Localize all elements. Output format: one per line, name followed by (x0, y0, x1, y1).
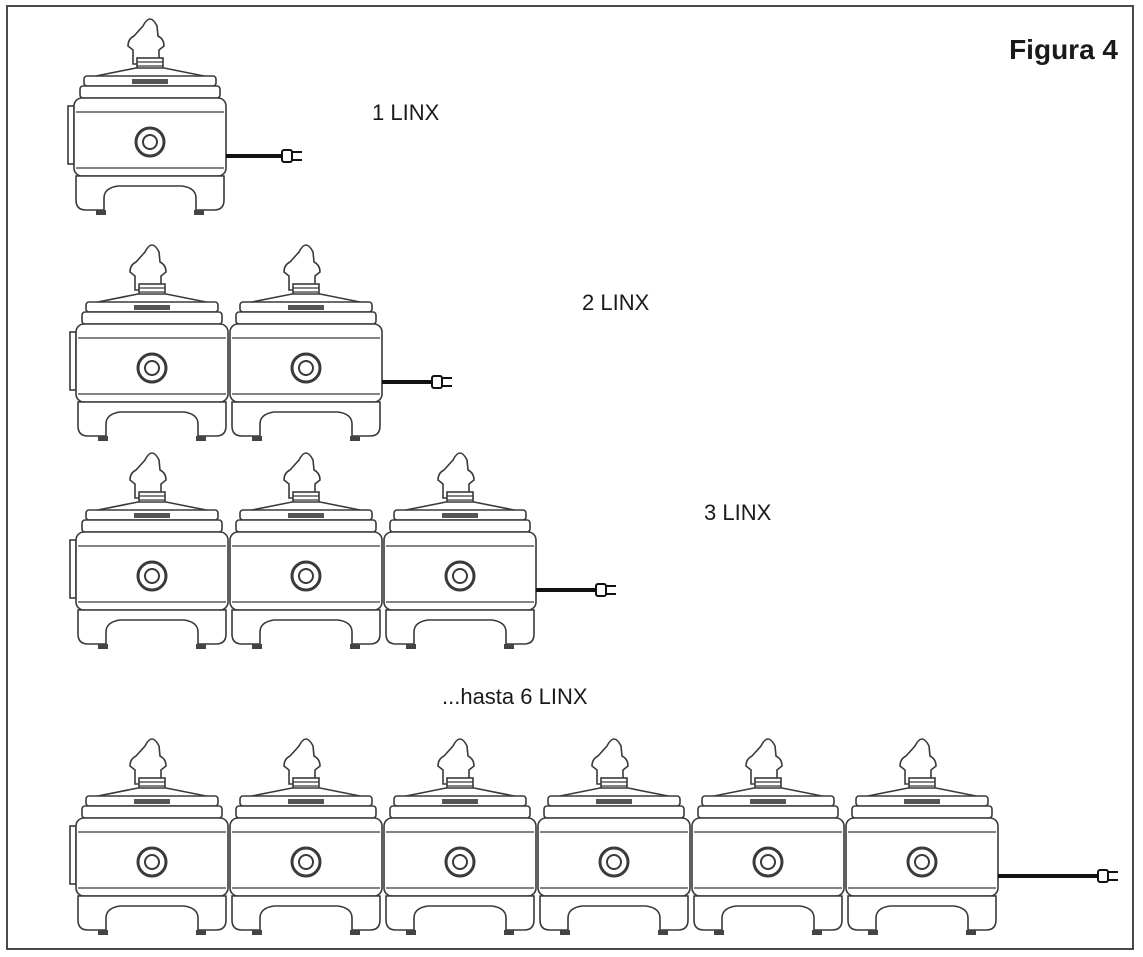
plug (595, 583, 607, 597)
foot (350, 930, 360, 935)
foot (504, 930, 514, 935)
lid-slot (904, 799, 940, 804)
foot (252, 644, 262, 649)
foot (658, 930, 668, 935)
lid-slot (442, 513, 478, 518)
linx-unit (537, 738, 691, 935)
lid-slot (134, 513, 170, 518)
figure-title: Figura 4 (1009, 34, 1118, 65)
unit-base (77, 609, 227, 645)
unit-base (231, 401, 381, 437)
label-2-linx: 2 LINX (582, 290, 650, 315)
foot (96, 210, 106, 215)
foot (252, 930, 262, 935)
nozzle-cap (899, 738, 937, 785)
linx-unit (73, 18, 227, 215)
foot (714, 930, 724, 935)
foot (98, 436, 108, 441)
unit-base (539, 895, 689, 931)
foot (406, 644, 416, 649)
label-1-linx: 1 LINX (372, 100, 440, 125)
unit-base (75, 175, 225, 211)
lid-base (697, 805, 839, 819)
lid-base (235, 805, 377, 819)
lid-base (389, 805, 531, 819)
foot (504, 644, 514, 649)
nozzle-cap (129, 244, 167, 291)
lid-base (81, 519, 223, 533)
side-panel (69, 825, 77, 885)
lid-slot (288, 799, 324, 804)
side-panel (69, 539, 77, 599)
linx-unit (229, 452, 383, 649)
lid-slot (750, 799, 786, 804)
linx-unit (75, 244, 229, 441)
foot (196, 436, 206, 441)
nozzle-cap (437, 452, 475, 499)
side-panel (69, 331, 77, 391)
lid-base (79, 85, 221, 99)
linx-unit (845, 738, 999, 935)
lid-base (851, 805, 993, 819)
linx-unit (383, 452, 537, 649)
linx-unit (229, 738, 383, 935)
foot (252, 436, 262, 441)
unit-base (77, 895, 227, 931)
lid-slot (134, 799, 170, 804)
nozzle-cap (437, 738, 475, 785)
linx-unit (75, 452, 229, 649)
foot (966, 930, 976, 935)
lid-base (81, 805, 223, 819)
lid-base (81, 311, 223, 325)
foot (406, 930, 416, 935)
side-panel (67, 105, 75, 165)
unit-base (77, 401, 227, 437)
linx-unit (691, 738, 845, 935)
lid-slot (442, 799, 478, 804)
linx-unit (229, 244, 383, 441)
lid-base (235, 311, 377, 325)
lid-slot (134, 305, 170, 310)
nozzle-cap (127, 18, 165, 65)
lid-slot (132, 79, 168, 84)
foot (98, 644, 108, 649)
nozzle-cap (129, 738, 167, 785)
foot (560, 930, 570, 935)
lid-slot (596, 799, 632, 804)
unit-base (847, 895, 997, 931)
foot (350, 644, 360, 649)
foot (868, 930, 878, 935)
plug (431, 375, 443, 389)
foot (196, 930, 206, 935)
nozzle-cap (129, 452, 167, 499)
foot (350, 436, 360, 441)
nozzle-cap (591, 738, 629, 785)
unit-base (385, 609, 535, 645)
lid-slot (288, 305, 324, 310)
nozzle-cap (283, 738, 321, 785)
unit-base (231, 609, 381, 645)
foot (196, 644, 206, 649)
label-up-to-6-linx: ...hasta 6 LINX (442, 684, 588, 709)
foot (194, 210, 204, 215)
nozzle-cap (283, 452, 321, 499)
plug (281, 149, 293, 163)
nozzle-cap (283, 244, 321, 291)
unit-base (385, 895, 535, 931)
lid-slot (288, 513, 324, 518)
lid-base (235, 519, 377, 533)
unit-base (693, 895, 843, 931)
foot (812, 930, 822, 935)
foot (98, 930, 108, 935)
plug (1097, 869, 1109, 883)
label-3-linx: 3 LINX (704, 500, 772, 525)
lid-base (543, 805, 685, 819)
nozzle-cap (745, 738, 783, 785)
linx-unit (383, 738, 537, 935)
lid-base (389, 519, 531, 533)
unit-base (231, 895, 381, 931)
linx-unit (75, 738, 229, 935)
